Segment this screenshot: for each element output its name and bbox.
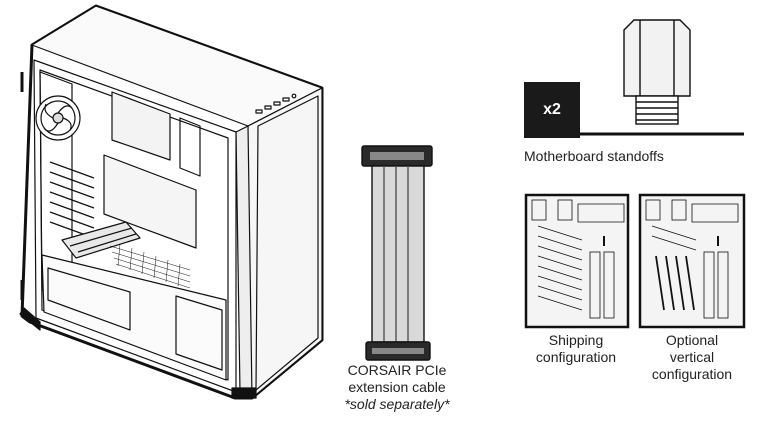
rear-fan-icon — [35, 95, 81, 141]
case-foot-left — [19, 307, 41, 331]
expansion-slots — [49, 161, 95, 239]
cable-caption-line2: extension cable — [348, 379, 446, 395]
cable-caption-line1: CORSAIR PCIe — [347, 362, 447, 378]
front-io-ports — [255, 93, 297, 114]
shipping-caption: Shipping configuration — [512, 332, 640, 366]
cable-ribbon — [371, 165, 425, 343]
quantity-badge-box — [524, 82, 580, 138]
cable-caption-note: *sold separately* — [344, 396, 450, 412]
case-foot-right — [231, 387, 257, 399]
standoffs-label: Motherboard standoffs — [524, 148, 664, 164]
shipping-caption-line1: Shipping — [548, 332, 604, 348]
vertical-caption: Optional vertical configuration — [630, 332, 754, 383]
psu-mesh — [109, 243, 191, 289]
vertical-caption-line2: vertical — [669, 349, 715, 365]
cable-caption: CORSAIR PCIe extension cable *sold separ… — [330, 362, 464, 413]
vertical-caption-line1: Optional — [665, 332, 719, 348]
quantity-badge: x2 — [543, 101, 561, 118]
vertical-caption-line3: configuration — [651, 366, 733, 382]
shipping-caption-line2: configuration — [535, 349, 617, 365]
